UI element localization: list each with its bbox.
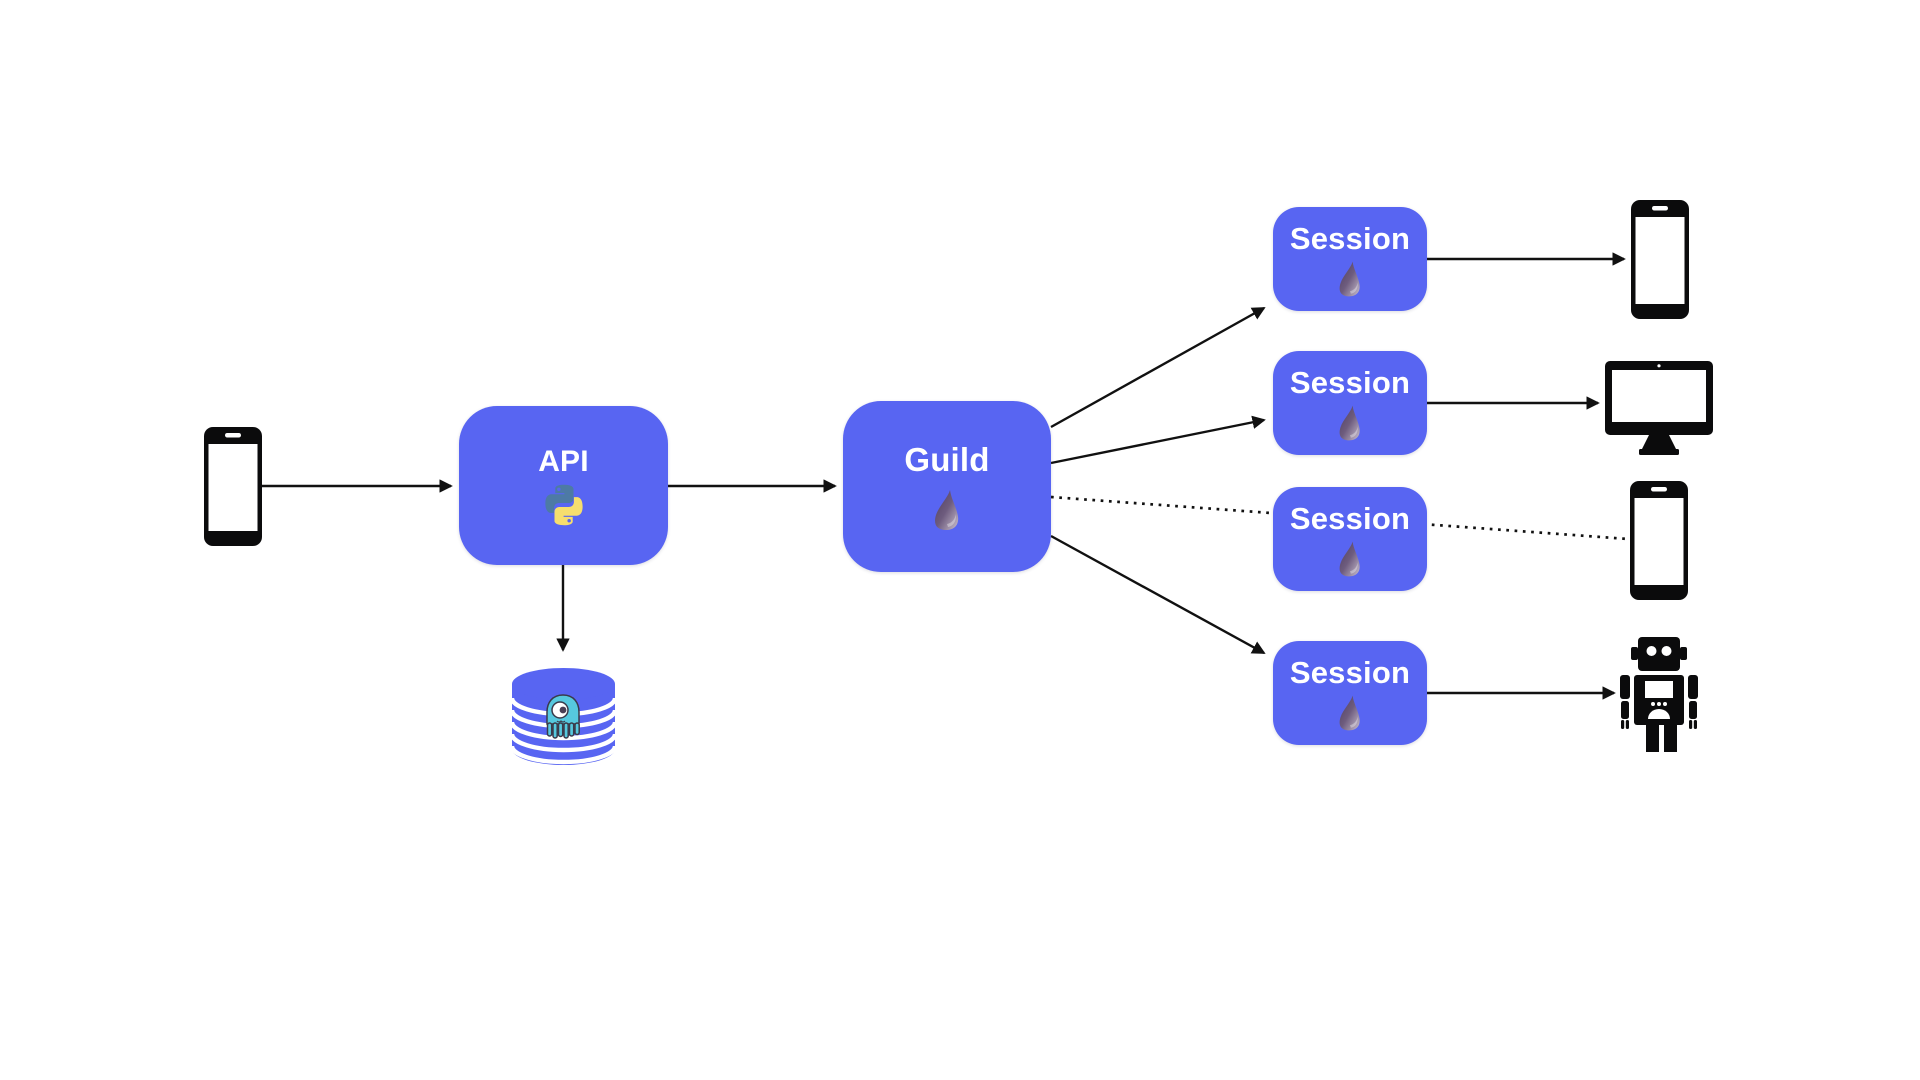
api-label: API — [538, 445, 589, 478]
session-node-1: Session — [1273, 207, 1427, 311]
session-label: Session — [1289, 500, 1411, 536]
elixir-drop-icon — [1337, 694, 1363, 732]
edge-guild-session-2 — [1050, 415, 1266, 465]
guild-label: Guild — [904, 440, 990, 478]
edge-guild-session-3-dotted — [1050, 495, 1629, 541]
session-node-2: Session — [1273, 351, 1427, 455]
smartphone-icon — [1631, 200, 1689, 319]
client-smartphone-icon — [204, 427, 262, 546]
elixir-drop-icon — [1337, 260, 1363, 298]
session-label: Session — [1289, 220, 1411, 256]
edge-guild-session-4 — [1050, 534, 1266, 655]
database-cylinder-octopus-icon — [512, 668, 615, 766]
robot-icon — [1620, 635, 1698, 752]
elixir-drop-icon — [1337, 404, 1363, 442]
session-label: Session — [1289, 364, 1411, 400]
guild-node: Guild — [843, 401, 1051, 572]
elixir-drop-icon — [1337, 540, 1363, 578]
desktop-monitor-icon — [1605, 361, 1713, 457]
session-node-3: Session — [1273, 487, 1427, 591]
octopus-mascot — [546, 694, 580, 739]
smartphone-icon — [1630, 481, 1688, 600]
session-node-4: Session — [1273, 641, 1427, 745]
python-icon — [542, 484, 586, 526]
api-node: API — [459, 406, 668, 565]
session-label: Session — [1289, 654, 1411, 690]
edge-guild-session-1 — [1050, 306, 1266, 429]
elixir-drop-icon — [932, 487, 962, 533]
